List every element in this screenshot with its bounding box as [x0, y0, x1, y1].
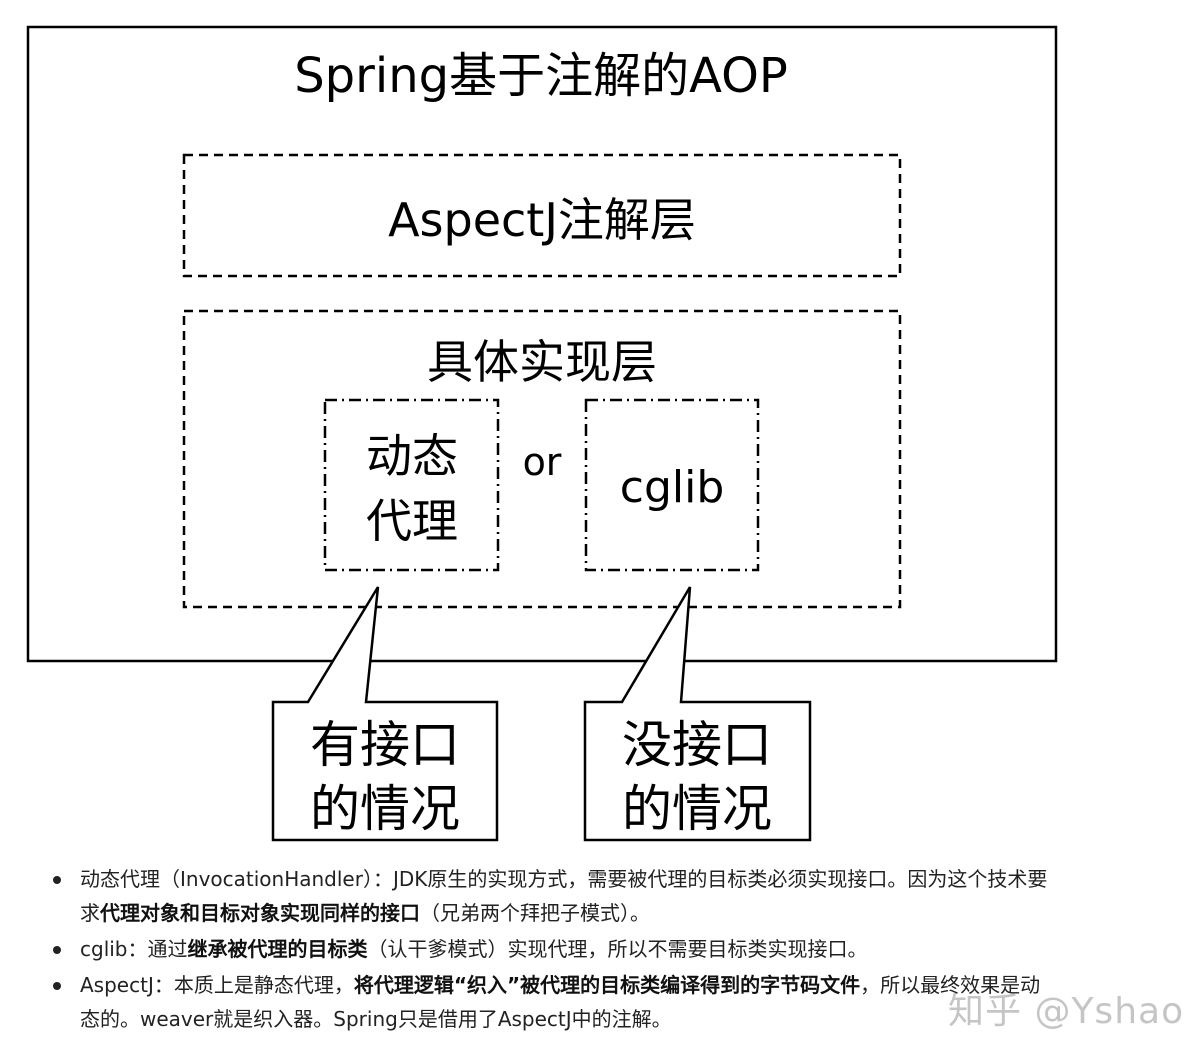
note-text: cglib：通过 — [80, 937, 188, 961]
note-text: ，所以最终效果是动态的。weaver就是织入器。Spring只是借用了Aspec… — [80, 973, 1041, 1031]
aspectj-layer-box — [182, 153, 902, 278]
dynamic-proxy-line2: 代理 — [366, 494, 458, 548]
outer-frame — [26, 25, 1058, 663]
callout-right-line1: 没接口 — [622, 716, 772, 774]
note-text: （认干爹模式）实现代理，所以不需要目标类实现接口。 — [367, 937, 868, 961]
note-bold-text: 将代理逻辑“织入”被代理的目标类编译得到的字节码文件 — [353, 973, 861, 997]
note-text: AspectJ：本质上是静态代理， — [80, 973, 354, 997]
aspectj-layer-label: AspectJ注解层 — [388, 193, 696, 247]
notes-list: 动态代理（InvocationHandler）：JDK原生的实现方式，需要被代理… — [50, 862, 1060, 1038]
callout-right-line2: 的情况 — [622, 780, 772, 838]
or-label: or — [523, 440, 562, 484]
callout-right-bubble — [583, 586, 812, 842]
callout-left-bubble — [271, 586, 499, 842]
dynamic-proxy-box — [323, 398, 500, 572]
note-bold-text: 继承被代理的目标类 — [187, 937, 368, 961]
callout-left-line1: 有接口 — [310, 716, 460, 774]
diagram-title: Spring基于注解的AOP — [294, 48, 788, 104]
watermark: 知乎 @Yshao — [948, 991, 1185, 1032]
cglib-label: cglib — [620, 462, 725, 513]
impl-layer-box — [182, 309, 902, 609]
dynamic-proxy-line1: 动态 — [366, 429, 458, 483]
note-dynamic-proxy: 动态代理（InvocationHandler）：JDK原生的实现方式，需要被代理… — [50, 862, 1060, 930]
cglib-box — [584, 398, 760, 572]
note-aspectj: AspectJ：本质上是静态代理，将代理逻辑“织入”被代理的目标类编译得到的字节… — [50, 968, 1060, 1036]
note-cglib: cglib：通过继承被代理的目标类（认干爹模式）实现代理，所以不需要目标类实现接… — [50, 932, 1060, 966]
impl-layer-label: 具体实现层 — [427, 335, 657, 389]
note-bold-text: 代理对象和目标对象实现同样的接口 — [100, 901, 420, 925]
aop-diagram: Spring基于注解的AOP AspectJ注解层 具体实现层 动态 代理 or… — [26, 25, 1058, 842]
callout-left-line2: 的情况 — [310, 780, 460, 838]
note-text: （兄弟两个拜把子模式）。 — [420, 901, 650, 925]
note-text: 动态代理（InvocationHandler）：JDK原生的实现方式，需要被代理… — [80, 867, 1048, 925]
